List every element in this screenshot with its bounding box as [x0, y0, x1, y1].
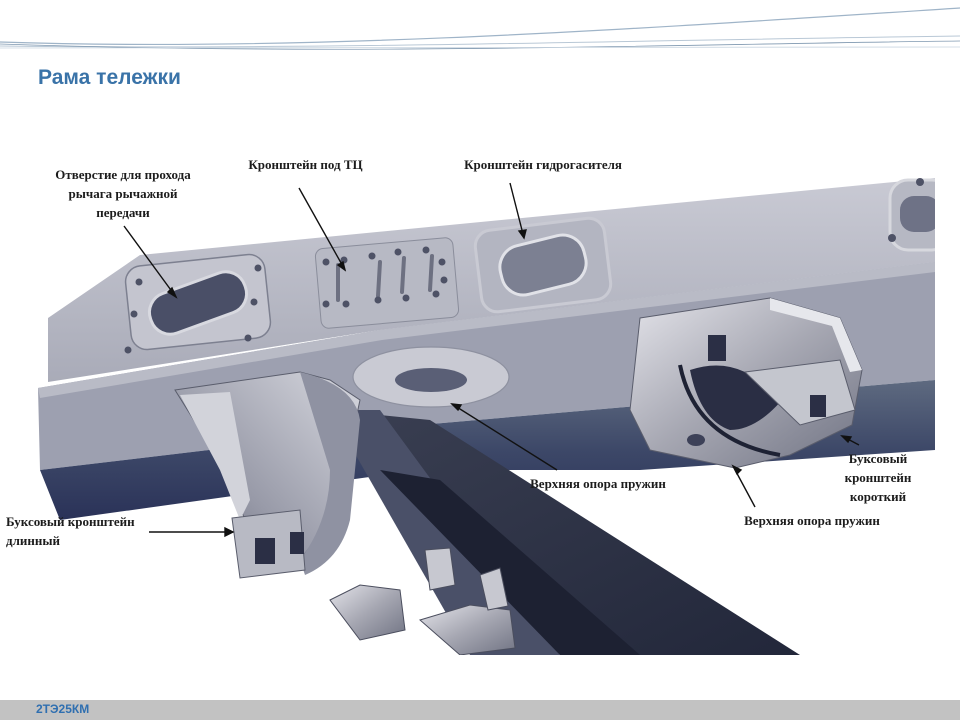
callout-hole-lever: Отверстие для прохода рычага рычажной пе… — [55, 167, 191, 220]
callout-bracket-tc: Кронштейн под ТЦ — [248, 157, 363, 172]
callout-spring-support-center: Верхняя опора пружин — [530, 476, 666, 491]
footer-bar: 2ТЭ25КМ — [0, 700, 960, 720]
callout-axlebox-short: Буксовый кронштейн короткий — [844, 451, 912, 504]
slide-title: Рама тележки — [38, 66, 181, 89]
header-decoration — [0, 7, 960, 50]
callout-bracket-damper: Кронштейн гидрогасителя — [464, 157, 622, 172]
callout-spring-support-right: Верхняя опора пружин — [744, 513, 880, 528]
callout-axlebox-long: Буксовый кронштейн длинный — [6, 514, 135, 548]
footer-label: 2ТЭ25КМ — [36, 702, 90, 716]
